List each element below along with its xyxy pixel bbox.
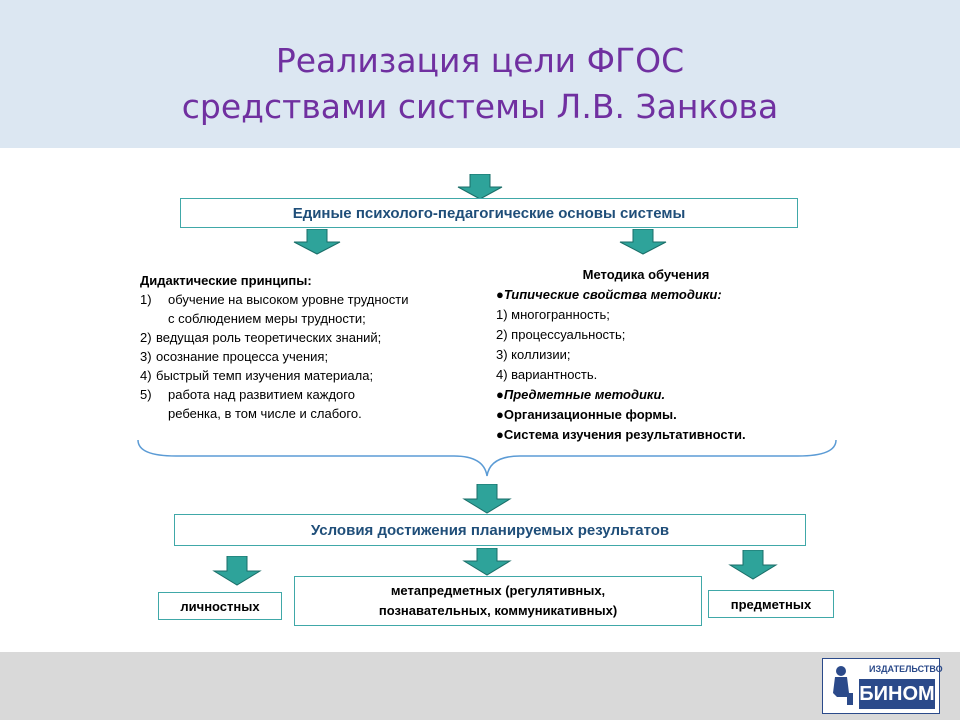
- list-item: 2) процессуальность;: [496, 327, 626, 342]
- list-item: 5) работа над развитием каждого ребенка,…: [140, 387, 362, 421]
- title-line-1: Реализация цели ФГОС: [275, 41, 685, 80]
- header-band: [0, 0, 960, 148]
- publisher-name: БИНОМ: [859, 679, 935, 709]
- publisher-label: ИЗДАТЕЛЬСТВО: [869, 664, 943, 674]
- title-line-2: средствами системы Л.В. Занкова: [181, 87, 779, 126]
- seated-figure-icon: [833, 666, 853, 705]
- arrow-down-icon: [212, 556, 262, 586]
- didactic-principles: Дидактические принципы: 1) обучение на в…: [140, 271, 490, 423]
- arrow-down-icon: [293, 229, 341, 255]
- list-item: 4) вариантность.: [496, 367, 598, 382]
- method-evaluation: ●Система изучения результативности.: [496, 427, 746, 442]
- personal-results-box: личностных: [158, 592, 282, 620]
- list-item: 1) обучение на высоком уровне трудности …: [140, 292, 409, 326]
- subject-results-box: предметных: [708, 590, 834, 618]
- arrow-down-icon: [619, 229, 667, 255]
- method-subject: ●Предметные методики.: [496, 387, 666, 402]
- arrow-down-icon: [728, 550, 778, 580]
- brace-connector: [137, 439, 837, 477]
- list-item: 3) коллизии;: [496, 347, 571, 362]
- list-item: 1) многогранность;: [496, 307, 610, 322]
- method-heading: Методика обучения: [582, 267, 710, 282]
- list-item: 2) ведущая роль теоретических знаний;: [140, 330, 382, 345]
- teaching-method: Методика обучения ●Типические свойства м…: [496, 265, 836, 445]
- method-org-forms: ●Организационные формы.: [496, 407, 677, 422]
- didactic-heading: Дидактические принципы:: [140, 273, 312, 288]
- footer-band: [0, 652, 960, 720]
- arrow-down-icon: [462, 548, 512, 576]
- arrow-down-icon: [457, 174, 503, 200]
- list-item: 3) осознание процесса учения;: [140, 349, 329, 364]
- publisher-logo: ИЗДАТЕЛЬСТВО БИНОМ: [822, 658, 943, 714]
- method-typical: ●Типические свойства методики:: [496, 287, 722, 302]
- list-item: 4) быстрый темп изучения материала;: [140, 368, 374, 383]
- conditions-box: Условия достижения планируемых результат…: [174, 514, 806, 546]
- slide-title: Реализация цели ФГОС средствами системы …: [0, 38, 960, 130]
- metasubject-results-box: метапредметных (регулятивных, познавател…: [294, 576, 702, 626]
- arrow-down-icon: [462, 484, 512, 514]
- foundations-box: Единые психолого-педагогические основы с…: [180, 198, 798, 228]
